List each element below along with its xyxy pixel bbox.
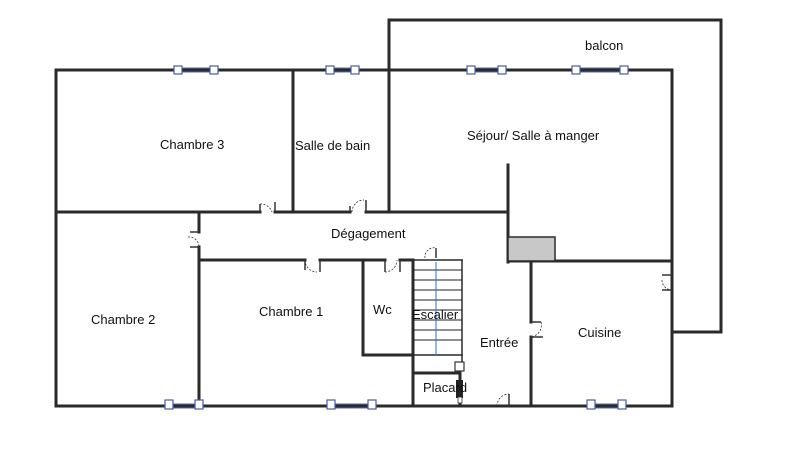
window-sejour-right bbox=[571, 65, 629, 75]
balcony-outline bbox=[387, 18, 723, 334]
window-chambre-3 bbox=[173, 65, 219, 75]
door-chambre-3 bbox=[259, 202, 276, 213]
window-cuisine bbox=[586, 399, 627, 410]
window-sejour-left bbox=[466, 65, 507, 75]
window-chambre-2 bbox=[164, 399, 204, 410]
label-salle-de-bain: Salle de bain bbox=[295, 138, 370, 153]
label-chambre-2: Chambre 2 bbox=[91, 312, 155, 327]
label-sejour: Séjour/ Salle à manger bbox=[467, 128, 600, 143]
label-balcon: balcon bbox=[585, 38, 623, 53]
door-escalier bbox=[424, 247, 437, 259]
window-salle-de-bain bbox=[325, 65, 360, 75]
label-placard: Placard bbox=[423, 380, 467, 395]
label-entree: Entrée bbox=[480, 335, 518, 350]
room-labels: balcon Chambre 3 Salle de bain Séjour/ S… bbox=[91, 38, 623, 395]
door-wc bbox=[384, 259, 401, 273]
door-chambre-1 bbox=[304, 259, 321, 273]
door-chambre-2 bbox=[187, 231, 200, 248]
door-cuisine bbox=[661, 274, 673, 291]
label-chambre-3: Chambre 3 bbox=[160, 137, 224, 152]
staircase bbox=[413, 262, 462, 355]
window-chambre-1 bbox=[326, 399, 377, 410]
label-degagement: Dégagement bbox=[331, 226, 406, 241]
placard-detail bbox=[454, 361, 465, 404]
pillar bbox=[507, 236, 556, 262]
door-entree bbox=[530, 321, 543, 338]
doors bbox=[187, 199, 673, 407]
windows bbox=[164, 65, 629, 410]
label-wc: Wc bbox=[373, 302, 392, 317]
door-front bbox=[496, 393, 510, 407]
door-salle-de-bain bbox=[349, 199, 367, 213]
label-cuisine: Cuisine bbox=[578, 325, 621, 340]
label-escalier: Escalier bbox=[412, 307, 459, 322]
exterior-walls bbox=[54, 68, 674, 408]
label-chambre-1: Chambre 1 bbox=[259, 304, 323, 319]
